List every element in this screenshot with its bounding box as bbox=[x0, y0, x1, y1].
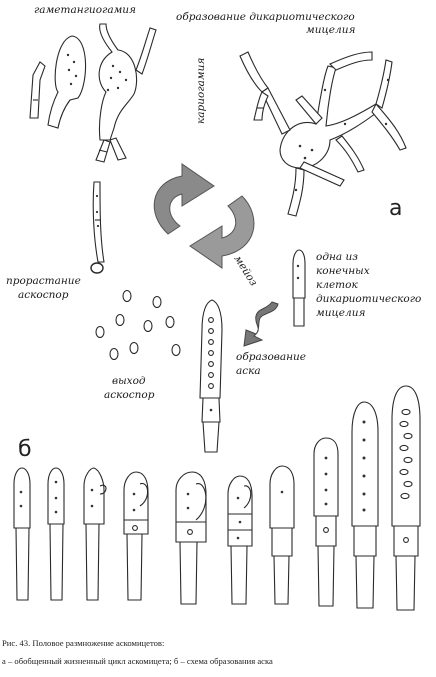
label-spore-release-line2: аскоспор bbox=[104, 389, 155, 401]
label-meiosis: мейоз bbox=[231, 253, 259, 288]
caption-line1: Рис. 43. Половое размножение аскомицетов… bbox=[2, 638, 164, 648]
label-terminal-cell-line3: клеток bbox=[316, 279, 358, 291]
label-karyogamy: кариогамия bbox=[195, 58, 207, 124]
label-ascus-formation-line2: аска bbox=[236, 365, 261, 377]
dikaryotic-mycelium-drawing bbox=[240, 52, 406, 216]
label-terminal-cell-line2: конечных bbox=[316, 265, 370, 277]
label-ascus-formation-line1: образование bbox=[236, 351, 306, 363]
life-cycle-arrows bbox=[154, 164, 254, 268]
label-germination-line1: прорастание bbox=[6, 275, 81, 287]
label-dikaryotic-formation-line2: мицелия bbox=[306, 24, 355, 36]
ascus-drawing bbox=[200, 300, 222, 452]
terminal-cell-drawing bbox=[293, 250, 305, 326]
gametangiogamy-drawing bbox=[30, 24, 156, 162]
caption-line2: а – обобщенный жизненный цикл аскомицета… bbox=[2, 656, 273, 666]
label-panel-b: б bbox=[18, 437, 32, 462]
label-terminal-cell-line5: мицелия bbox=[316, 307, 365, 319]
label-panel-a: а bbox=[389, 196, 402, 221]
label-germination-line2: аскоспор bbox=[18, 289, 69, 301]
label-gametangiogamy: гаметангиогамия bbox=[34, 4, 136, 16]
label-terminal-cell-line4: дикариотического bbox=[316, 293, 421, 305]
label-spore-release-line1: выход bbox=[112, 375, 146, 387]
germinating-ascospore-drawing bbox=[91, 182, 104, 273]
released-ascospores-drawing bbox=[96, 291, 180, 360]
label-dikaryotic-formation-line1: образование дикариотического bbox=[176, 11, 355, 23]
meiosis-arrow bbox=[244, 302, 278, 346]
label-terminal-cell-line1: одна из bbox=[316, 251, 358, 263]
